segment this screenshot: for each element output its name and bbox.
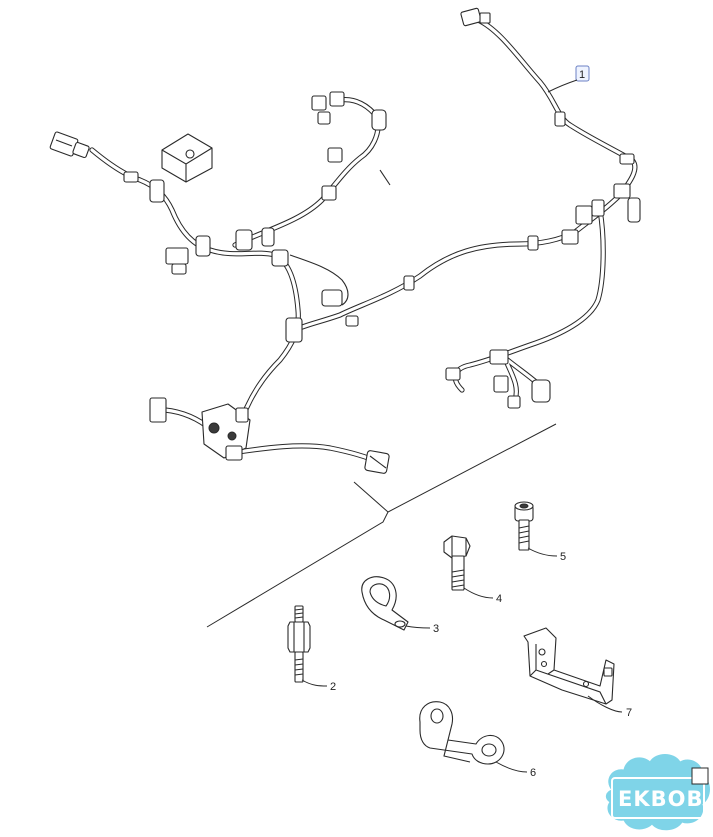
callout-4[interactable]: 4 [496,593,502,605]
item-7-bracket [523,627,623,713]
callout-4-label: 4 [496,593,502,605]
callout-7[interactable]: 7 [626,707,632,719]
callout-6[interactable]: 6 [530,767,536,779]
callout-3-label: 3 [433,623,439,635]
item-2-standoff-stud [287,605,328,687]
callout-7-label: 7 [626,707,632,719]
callout-2[interactable]: 2 [330,681,336,693]
callout-5-label: 5 [560,551,566,563]
callout-5[interactable]: 5 [560,551,566,563]
callout-1[interactable]: 1 [547,65,590,93]
connector-right-cluster [554,111,641,245]
connector-top-center [311,91,345,125]
callout-2-label: 2 [330,681,336,693]
wiring-harness [49,7,641,474]
connector-lower-right [445,349,551,409]
watermark-text: EKBOB [618,787,703,811]
relay-box [161,133,213,183]
clips-cluster [195,227,303,343]
connector-top-right [460,7,491,27]
connector-left-mid [165,247,189,275]
callout-1-label: 1 [579,69,585,81]
sensor-lead [289,254,349,306]
connector-bottom-left [149,397,251,461]
item-3-p-clamp [361,576,431,631]
connector-bottom-center [364,450,390,474]
ground-stub [379,169,391,186]
assembly-break-line [206,423,557,628]
sensor-plug [321,289,359,327]
watermark-logo: EKBOB [605,754,710,831]
harness-tubes [89,17,638,465]
connector-center [321,147,343,201]
clip-left [123,171,165,203]
callout-3[interactable]: 3 [433,623,439,635]
clip-top-right [371,109,387,131]
item-5-cap-screw [514,501,558,557]
clip-mid-trunk [403,235,539,291]
connector-left-main [49,131,90,159]
item-6-angle-bracket [419,701,528,773]
callout-6-label: 6 [530,767,536,779]
item-4-hex-bolt [443,535,494,599]
